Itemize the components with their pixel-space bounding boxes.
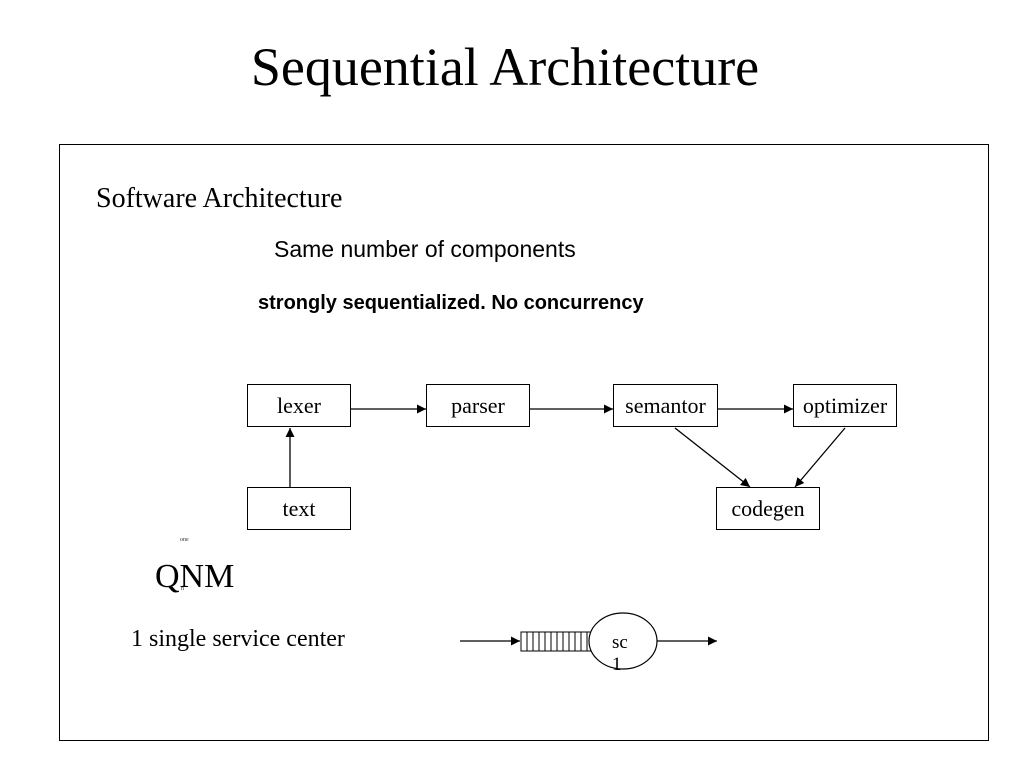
service-center-label: sc 1 xyxy=(612,632,628,675)
qnm-annotation-small: n xyxy=(181,586,184,592)
components-note: Same number of components xyxy=(274,236,576,262)
section-heading: Software Architecture xyxy=(96,183,343,214)
queue-slots xyxy=(526,632,588,651)
qnm-annotation: one xyxy=(180,537,189,543)
qnm-heading: QNM xyxy=(155,558,235,595)
node-semantor: semantor xyxy=(613,384,718,427)
slide-title: Sequential Architecture xyxy=(250,37,760,97)
node-text: text xyxy=(247,487,351,530)
sequential-note: strongly sequentialized. No concurrency xyxy=(258,292,644,314)
edge-optimizer-codegen xyxy=(794,427,846,488)
node-optimizer: optimizer xyxy=(793,384,897,427)
edge-semantor-codegen xyxy=(674,427,751,488)
content-frame xyxy=(59,144,989,741)
service-center-description: 1 single service center xyxy=(131,626,345,652)
node-lexer: lexer xyxy=(247,384,351,427)
node-codegen: codegen xyxy=(716,487,820,530)
node-parser: parser xyxy=(426,384,530,427)
